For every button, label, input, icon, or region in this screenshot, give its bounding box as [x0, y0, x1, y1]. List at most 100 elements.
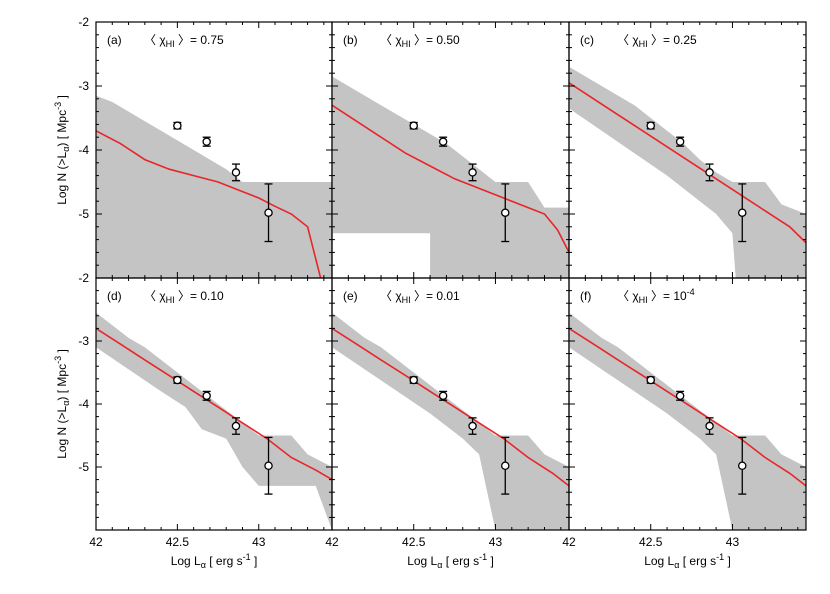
chi-subscript: HI — [166, 39, 175, 49]
y-tick-label: -5 — [78, 207, 89, 221]
x-tick-label: 42 — [325, 535, 339, 549]
model-line — [96, 130, 322, 278]
data-point — [705, 168, 714, 177]
chi-label: 〈 χHI 〉= 0.10 — [144, 289, 224, 305]
chi-subscript: HI — [639, 295, 648, 305]
y-tick-label: -5 — [78, 460, 89, 474]
chi-subscript: HI — [402, 39, 411, 49]
panel-label: (f) — [580, 289, 591, 303]
confidence-band — [569, 66, 806, 278]
data-point — [675, 391, 685, 401]
x-axis-label-main: Log L — [171, 554, 201, 568]
y-tick-label: -2 — [78, 15, 89, 29]
confidence-band — [96, 312, 332, 530]
panel-plot-area — [569, 312, 806, 530]
x-axis-label-rest: [ erg s — [206, 554, 243, 568]
data-point — [409, 375, 418, 385]
chi-label: 〈 χHI 〉= 0.75 — [144, 33, 224, 49]
panel-plot-area — [96, 95, 332, 278]
data-point — [438, 391, 448, 401]
confidence-band — [332, 312, 569, 530]
y-tick-label: -4 — [78, 143, 89, 157]
y-tick-label: -2 — [78, 271, 89, 285]
panel-label: (c) — [580, 33, 594, 47]
panel-b: (b)〈 χHI 〉= 0.50 — [331, 21, 570, 279]
model-line — [569, 82, 806, 244]
data-point — [646, 375, 655, 385]
chi-symbol: 〈 χ — [617, 289, 639, 303]
chi-label: 〈 χHI 〉= 0.25 — [617, 33, 697, 49]
y-tick-label: -4 — [78, 397, 89, 411]
chi-subscript: HI — [639, 39, 648, 49]
x-tick-label: 43 — [252, 535, 266, 549]
chi-symbol: 〈 χ — [144, 33, 166, 47]
x-axis-label-main: Log L — [407, 554, 437, 568]
data-point — [264, 208, 273, 217]
x-axis-label: Log Lα [ erg s-1 ] — [171, 552, 258, 570]
chi-symbol: 〈 χ — [380, 289, 402, 303]
panel-plot-area — [332, 312, 569, 530]
data-point — [738, 461, 747, 470]
x-tick-label: 43 — [489, 535, 503, 549]
data-point — [202, 137, 211, 146]
panel-e: 42 42.5 43 (e) 〈 χHI 〉= 0.01 — [325, 277, 570, 549]
data-point — [675, 137, 685, 146]
chi-symbol: 〈 χ — [144, 289, 166, 303]
y-label-sup: -3 — [53, 356, 63, 364]
y-tick-label: -3 — [78, 79, 89, 93]
x-axis-label-sup: -1 — [479, 552, 487, 562]
x-axis-label-rest: [ erg s — [442, 554, 479, 568]
data-point — [468, 421, 477, 431]
panel-c: (c) 〈 χHI 〉= 0.25 — [568, 21, 807, 279]
panel-a: -2 -3 -4 -5 -2 (a) 〈 χHI 〉= 0.75 — [78, 15, 333, 285]
x-axis-label-end: ] — [487, 554, 494, 568]
data-point — [705, 421, 714, 431]
x-axis-label: Log Lα [ erg s-1 ] — [407, 552, 494, 570]
chi-symbol: 〈 χ — [380, 33, 402, 47]
x-tick-label: 42 — [562, 535, 576, 549]
x-axis-label: Log Lα [ erg s-1 ] — [644, 552, 731, 570]
panel-f: 42 42.5 43 (f) 〈 χHI 〉= 10-4 — [562, 277, 807, 549]
x-axis-label-end: ] — [251, 554, 258, 568]
data-point — [264, 461, 273, 470]
panel-label: (a) — [107, 33, 122, 47]
panel-plot-area — [569, 66, 806, 278]
data-point — [501, 208, 510, 217]
x-tick-label: 43 — [726, 535, 740, 549]
y-label-end: ] — [55, 349, 69, 356]
data-point — [646, 121, 655, 130]
confidence-band — [96, 95, 332, 278]
panels-group: -2-3-4-5-2(a)〈 χHI 〉= 0.75(b)〈 χHI 〉= 0.… — [53, 15, 807, 570]
chi-value: 〉= 0.01 — [411, 289, 460, 303]
data-point — [231, 421, 241, 431]
confidence-band — [569, 312, 806, 530]
data-point — [501, 461, 510, 470]
chi-value: 〉= 0.10 — [175, 289, 224, 303]
data-point — [468, 168, 477, 177]
y-tick-label: -3 — [78, 334, 89, 348]
chi-symbol: 〈 χ — [617, 33, 639, 47]
data-point — [202, 391, 211, 401]
data-point — [173, 121, 182, 130]
chi-superscript: -4 — [687, 287, 695, 297]
chi-label: 〈 χHI 〉= 0.50 — [380, 33, 460, 49]
y-label-sub: α — [61, 401, 71, 406]
chi-label: 〈 χHI 〉= 10-4 — [617, 287, 695, 305]
x-axis-label-sub: α — [674, 560, 679, 570]
data-point — [409, 121, 418, 130]
y-axis-label-lower: Log N (>Lα) [ Mpc-3 ] — [53, 349, 71, 459]
chi-subscript: HI — [402, 295, 411, 305]
model-line — [569, 327, 806, 487]
x-tick-label: 42.5 — [402, 535, 426, 549]
chi-value: 〉= 0.75 — [175, 33, 224, 47]
y-label-rest: ) [ Mpc — [55, 364, 69, 401]
x-axis-label-end: ] — [724, 554, 731, 568]
chi-value: 〉= 0.50 — [411, 33, 460, 47]
panel-label: (e) — [343, 289, 358, 303]
data-point — [231, 168, 241, 177]
model-line — [332, 327, 569, 487]
x-tick-label: 42.5 — [639, 535, 663, 549]
x-axis-label-sup: -1 — [716, 552, 724, 562]
